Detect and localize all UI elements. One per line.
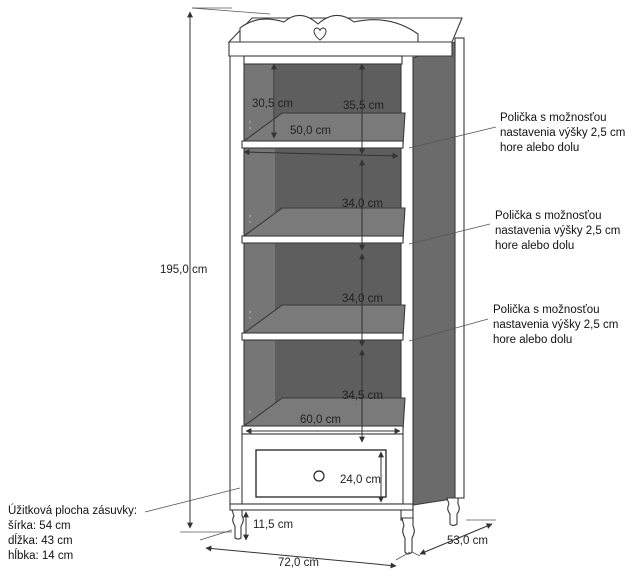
side-panel <box>412 39 461 506</box>
legs <box>231 497 460 555</box>
depth-line <box>419 523 493 555</box>
shelf-depth-line <box>243 149 399 159</box>
top-rail <box>243 55 403 65</box>
note-1-line1: Polička s možnosťou <box>500 112 607 124</box>
drawer-info-depth: hĺbka: 14 cm <box>8 549 73 562</box>
leg-height-label: 11,5 cm <box>253 519 293 531</box>
top-board-front <box>228 41 453 57</box>
shelf-pin-holes <box>248 120 252 414</box>
note-3-line1: Polička s možnosťou <box>493 304 600 316</box>
width-line <box>205 545 397 569</box>
note-3-leader <box>408 318 489 342</box>
drawer-info-title: Úžitková plocha zásuvky: <box>8 504 137 517</box>
shelf-2-front <box>241 235 404 244</box>
heart-icon <box>313 27 327 41</box>
note-1-line2: nastavenia výšky 2,5 cm <box>500 127 625 139</box>
leg-back-right <box>446 497 460 527</box>
drawer-height-label: 24,0 cm <box>340 474 381 486</box>
top-gap-label: 30,5 cm <box>252 98 293 110</box>
bottom-shelf-front <box>241 425 404 435</box>
bottom-rail <box>229 503 414 511</box>
note-3-line2: nastavenia výšky 2,5 cm <box>493 319 618 331</box>
height-total-label: 195,0 cm <box>160 264 207 276</box>
note-1-leader <box>408 126 497 149</box>
drawer-info-length: dĺžka: 43 cm <box>8 534 73 547</box>
top-crest <box>239 14 419 43</box>
depth-total-label: 53,0 cm <box>447 535 488 547</box>
note-3-line3: hore alebo dolu <box>493 334 572 346</box>
shelf-1-front <box>241 140 404 149</box>
leg-front-right <box>401 517 415 555</box>
interior-left-wall <box>243 62 275 434</box>
note-2-line2: nastavenia výšky 2,5 cm <box>495 225 620 237</box>
shelf4-gap-label: 34,5 cm <box>342 390 383 402</box>
shelf2-gap-label: 34,0 cm <box>342 198 383 210</box>
drawer-info-width: šírka: 54 cm <box>8 520 71 532</box>
inner-depth-label: 50,0 cm <box>290 125 331 137</box>
note-1-line3: hore alebo dolu <box>500 142 579 154</box>
note-2-leader <box>408 223 491 245</box>
height-dimension: 195,0 cm <box>160 7 271 533</box>
inner-width-label: 60,0 cm <box>300 414 341 426</box>
note-2-line1: Polička s možnosťou <box>495 210 602 222</box>
back-right-post <box>454 37 465 499</box>
shelf3-gap-label: 34,0 cm <box>342 293 383 305</box>
drawer-knob <box>313 470 325 482</box>
note-2-line3: hore alebo dolu <box>495 240 574 252</box>
shelf1-gap-label: 35,5 cm <box>343 100 384 112</box>
leg-front-left <box>231 509 244 540</box>
drawer-info-leader <box>144 487 241 513</box>
shelf-3-front <box>241 332 404 341</box>
width-total-label: 72,0 cm <box>278 557 319 569</box>
